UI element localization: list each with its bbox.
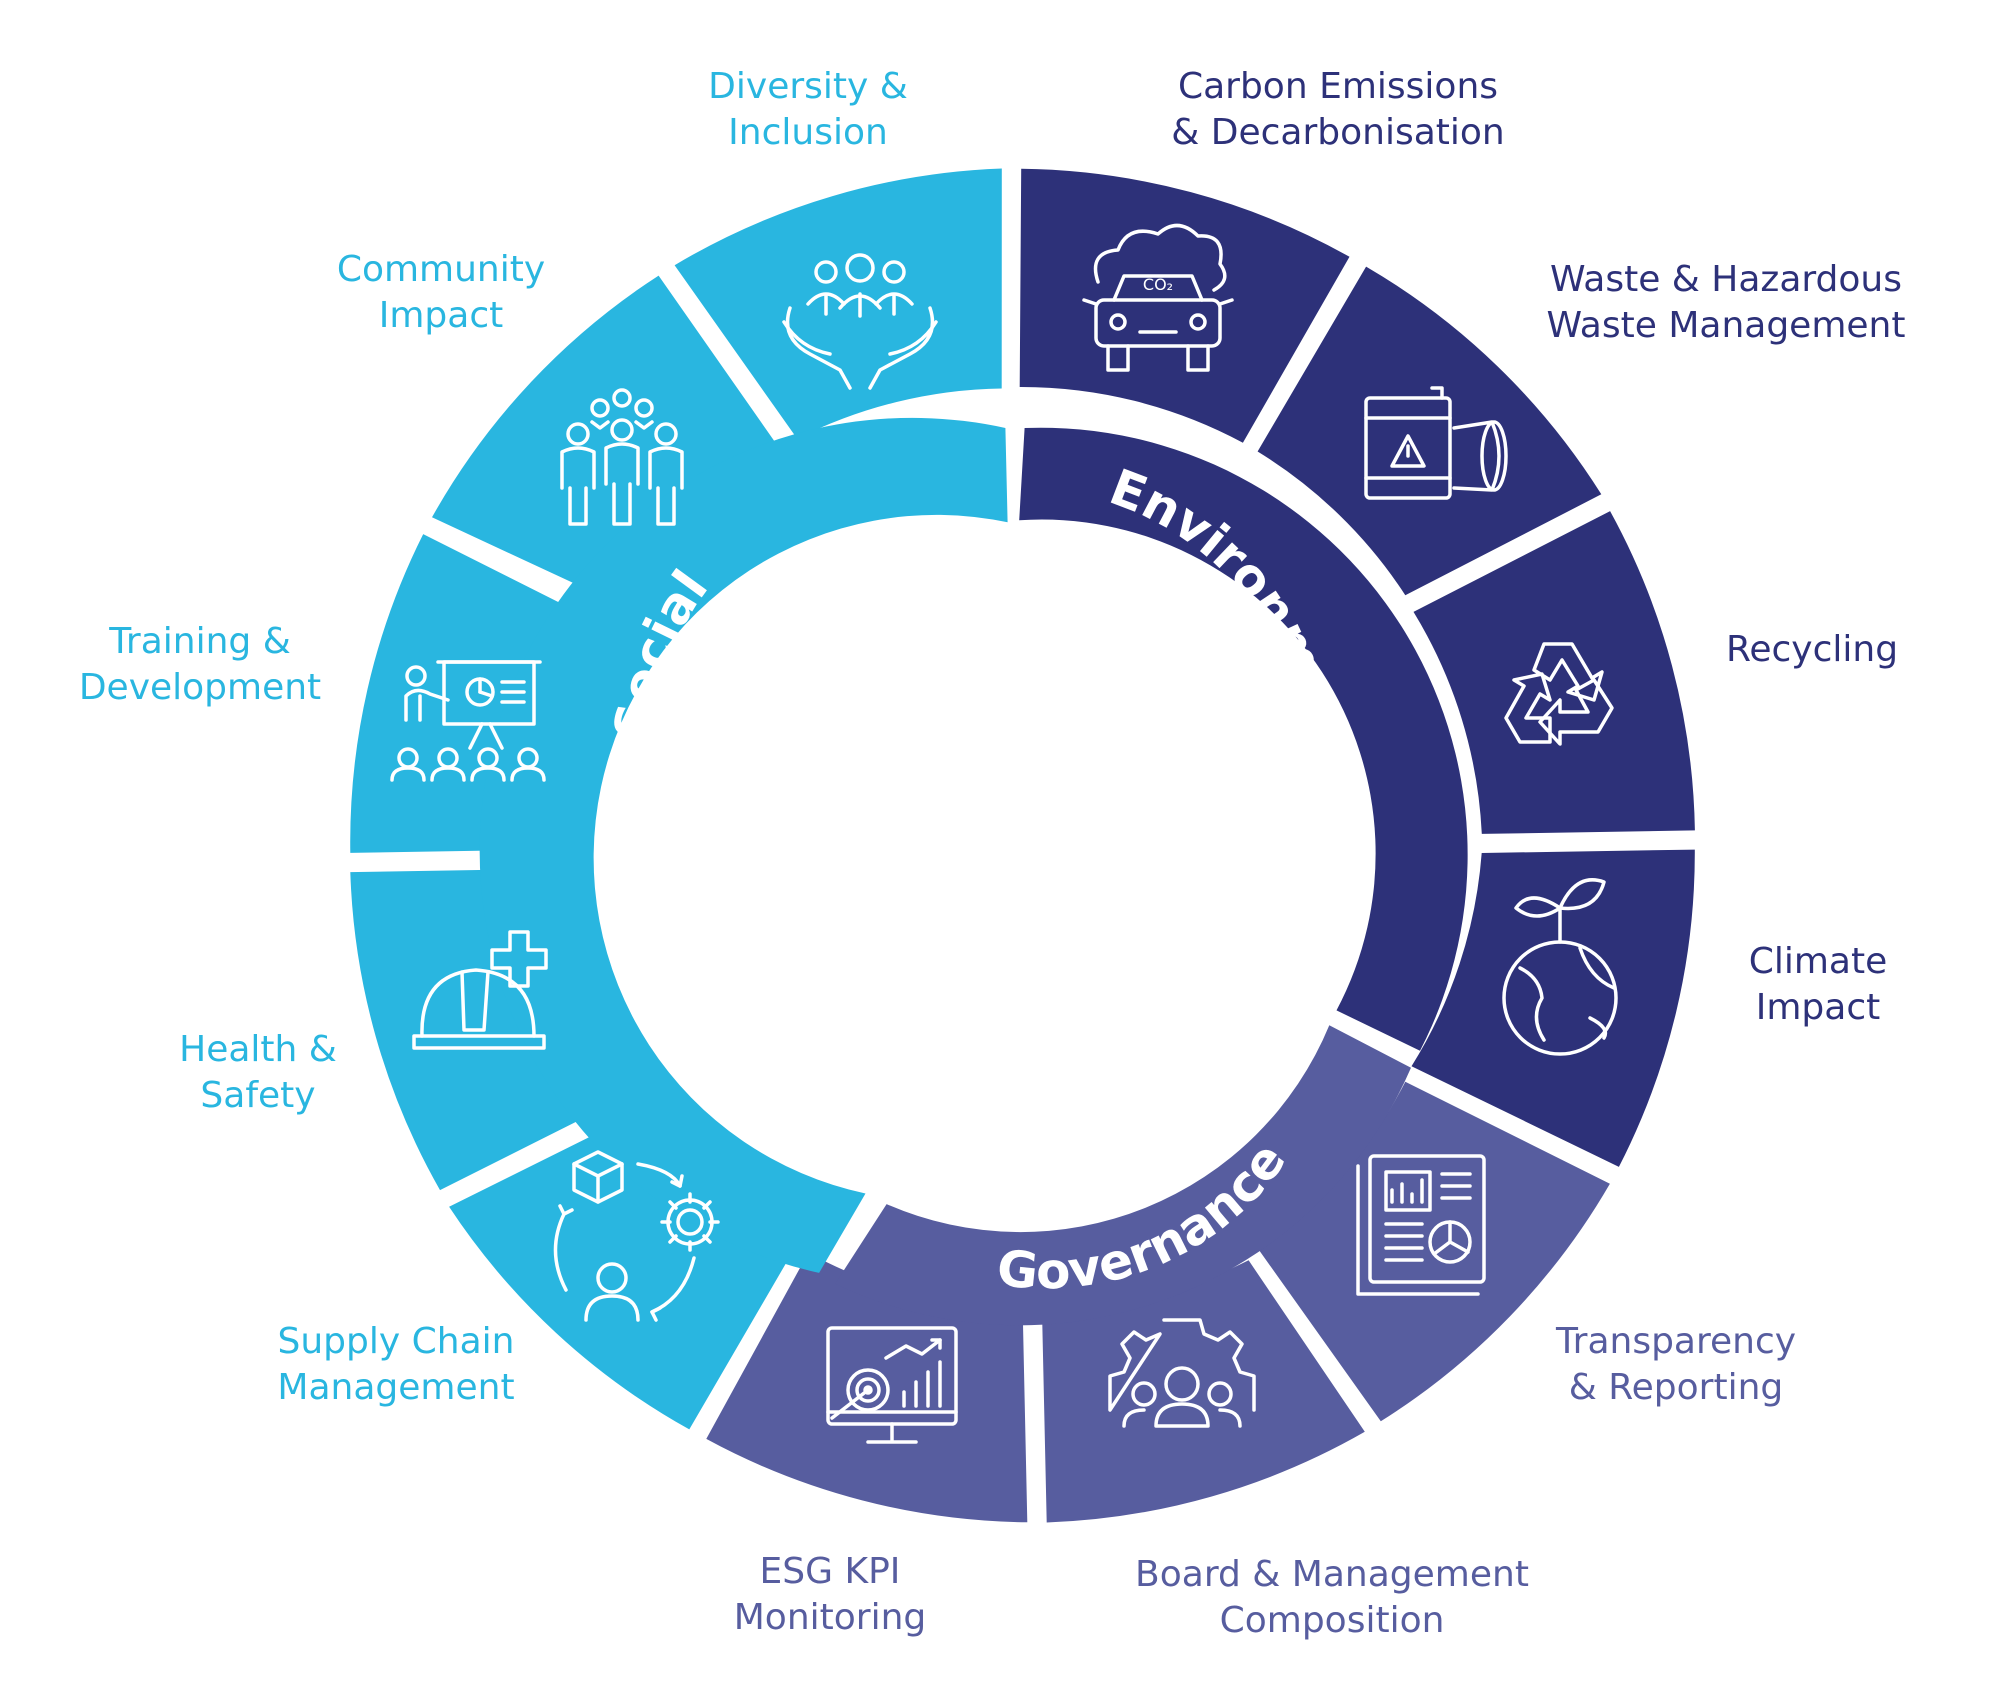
ring-governance[interactable] — [835, 1025, 1411, 1326]
label-supply: Supply Chain Management — [277, 1319, 514, 1411]
ring-environment[interactable] — [1019, 427, 1468, 1051]
supply-cycle-icon — [553, 1150, 720, 1322]
label-kpi: ESG KPI Monitoring — [734, 1549, 927, 1641]
label-recycling: Recycling — [1726, 627, 1898, 673]
label-transparency-line2: & Reporting — [1568, 1367, 1784, 1408]
community-people-icon — [560, 388, 684, 526]
label-board-line2: Composition — [1219, 1600, 1445, 1641]
label-waste: Waste & Hazardous Waste Management — [1547, 257, 1906, 349]
segment-diversity[interactable] — [674, 168, 1002, 439]
segment-board[interactable] — [1042, 1260, 1365, 1523]
segment-carbon[interactable] — [1019, 168, 1350, 443]
segment-waste[interactable] — [1257, 266, 1602, 596]
label-waste-line2: Waste Management — [1546, 305, 1906, 346]
label-transparency: Transparency & Reporting — [1556, 1319, 1796, 1411]
label-community-line1: Community — [336, 249, 546, 290]
label-climate-line1: Climate — [1748, 941, 1888, 982]
ring-social[interactable] — [479, 417, 1008, 1273]
car-co2-cloud-icon — [1082, 223, 1234, 372]
label-supply-line2: Management — [277, 1367, 515, 1408]
label-kpi-line2: Monitoring — [733, 1597, 927, 1638]
label-kpi-line1: ESG KPI — [759, 1551, 901, 1592]
label-health: Health & Safety — [179, 1027, 337, 1119]
label-diversity-line1: Diversity & — [708, 66, 908, 107]
label-climate: Climate Impact — [1749, 939, 1888, 1031]
label-waste-line1: Waste & Hazardous — [1549, 259, 1903, 300]
label-board: Board & Management Composition — [1135, 1552, 1529, 1644]
presentation-audience-icon — [390, 660, 546, 782]
label-health-line1: Health & — [179, 1029, 337, 1070]
target-chart-monitor-icon — [826, 1326, 958, 1444]
hands-holding-people-icon — [782, 253, 938, 390]
label-community-line2: Impact — [378, 295, 504, 336]
label-supply-line1: Supply Chain — [277, 1321, 515, 1362]
segment-climate[interactable] — [1411, 849, 1695, 1167]
globe-sprout-icon — [1502, 878, 1618, 1056]
co2-icon-text: CO₂ — [1143, 275, 1173, 294]
hardhat-plus-icon — [412, 930, 548, 1050]
label-training: Training & Development — [79, 619, 321, 711]
label-carbon-line2: & Decarbonisation — [1171, 112, 1505, 153]
recycle-arrows-icon — [1504, 642, 1614, 746]
report-document-icon — [1356, 1154, 1486, 1296]
label-diversity: Diversity & Inclusion — [708, 64, 908, 156]
label-recycling-line1: Recycling — [1725, 629, 1899, 670]
hazardous-barrel-icon — [1364, 386, 1508, 500]
label-community: Community Impact — [337, 247, 545, 339]
label-transparency-line1: Transparency — [1555, 1321, 1797, 1362]
label-board-line1: Board & Management — [1135, 1554, 1529, 1595]
label-training-line2: Development — [78, 667, 322, 708]
label-carbon-line1: Carbon Emissions — [1177, 66, 1499, 107]
gear-team-icon — [1108, 1318, 1256, 1428]
label-training-line1: Training & — [109, 621, 291, 662]
label-diversity-line2: Inclusion — [728, 112, 888, 153]
label-carbon: Carbon Emissions & Decarbonisation — [1171, 64, 1505, 156]
label-health-line2: Safety — [200, 1075, 316, 1116]
label-climate-line2: Impact — [1755, 987, 1881, 1028]
